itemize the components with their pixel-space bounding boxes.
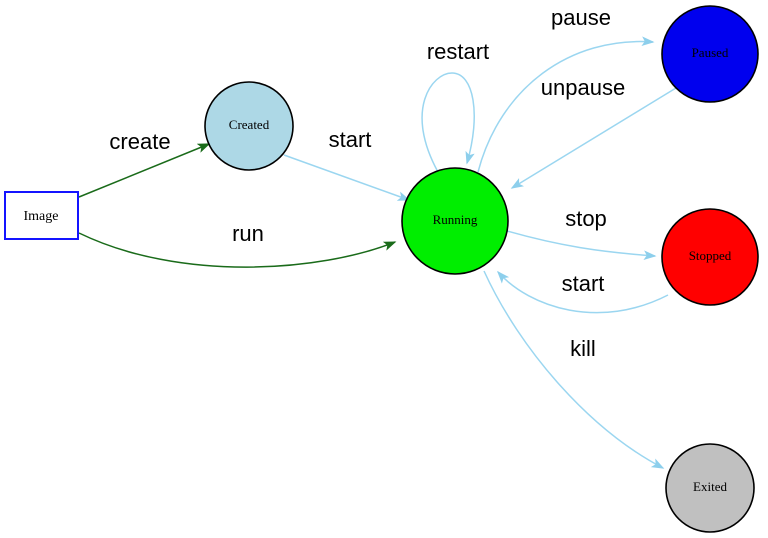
edge-start-created-path — [283, 154, 411, 201]
edge-run: run — [78, 221, 397, 268]
node-paused[interactable]: Paused — [661, 5, 759, 103]
edge-restart-label: restart — [427, 39, 489, 64]
edge-start-stopped: start — [497, 270, 669, 314]
edge-stop: stop — [506, 206, 657, 260]
edge-stop-label: stop — [565, 206, 607, 231]
node-exited[interactable]: Exited — [665, 443, 755, 533]
edge-kill-path — [483, 270, 665, 469]
edge-unpause-path — [510, 87, 677, 189]
edge-restart: restart — [421, 39, 489, 173]
edge-pause: pause — [477, 5, 655, 173]
edge-pause-path — [477, 36, 655, 173]
node-image[interactable]: Image — [4, 191, 79, 240]
node-stopped[interactable]: Stopped — [661, 208, 759, 306]
node-created[interactable]: Created — [204, 81, 294, 171]
edge-restart-path — [421, 72, 475, 173]
node-created-shape[interactable] — [204, 81, 294, 171]
node-running-shape[interactable] — [401, 167, 509, 275]
node-paused-shape[interactable] — [661, 5, 759, 103]
edge-start-created-label: start — [329, 127, 372, 152]
node-running[interactable]: Running — [401, 167, 509, 275]
edge-unpause-label: unpause — [541, 75, 625, 100]
edge-create-label: create — [109, 129, 170, 154]
edge-run-label: run — [232, 221, 264, 246]
edge-start-stopped-label: start — [562, 271, 605, 296]
edge-pause-label: pause — [551, 5, 611, 30]
node-image-shape[interactable] — [4, 191, 79, 240]
node-exited-shape[interactable] — [665, 443, 755, 533]
edge-start-created: start — [283, 127, 411, 201]
edge-start-stopped-path — [497, 270, 669, 314]
edge-create: create — [78, 129, 211, 198]
edge-kill-label: kill — [570, 336, 596, 361]
edge-stop-path — [506, 230, 657, 260]
edge-run-path — [78, 232, 397, 268]
node-stopped-shape[interactable] — [661, 208, 759, 306]
edge-kill: kill — [483, 270, 665, 469]
edge-create-path — [78, 143, 211, 198]
edge-unpause: unpause — [510, 75, 677, 189]
